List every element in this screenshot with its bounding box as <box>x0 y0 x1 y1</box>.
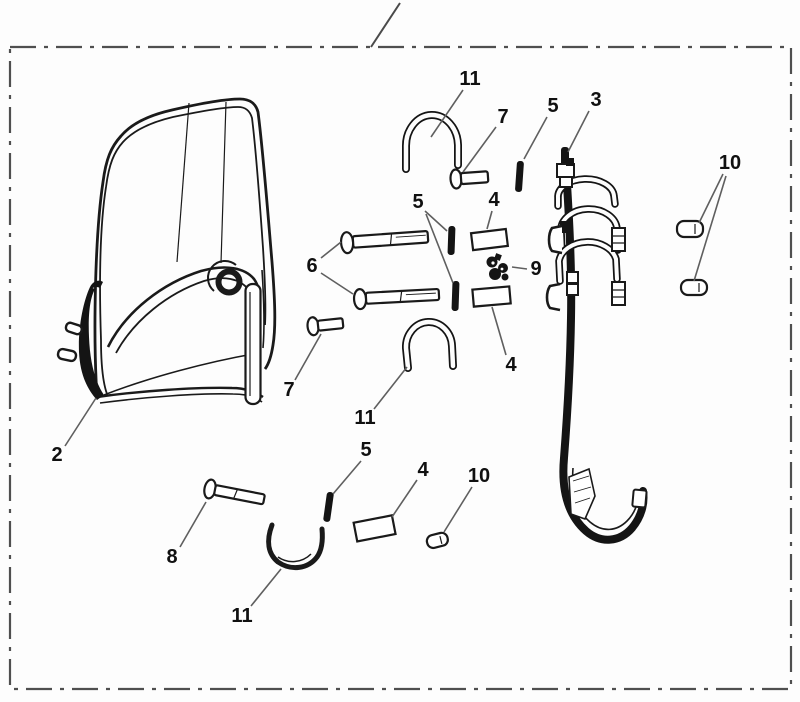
spacer-mid-lower <box>451 280 460 311</box>
callout-7-top: 7 <box>497 106 508 128</box>
lower-trim-arch-inner <box>115 277 249 354</box>
stay-nut-mid <box>611 227 626 252</box>
side-band-inner-edge <box>261 269 265 349</box>
callout-11-mid: 11 <box>354 407 375 429</box>
pad-bottom <box>352 514 397 543</box>
windscreen-assembly <box>56 97 277 406</box>
mount-hole <box>215 268 243 296</box>
callout-9-mid: 9 <box>530 258 541 280</box>
callout-4-mid: 4 <box>505 354 517 376</box>
cap-bottom <box>425 531 449 550</box>
bolt-short-top <box>449 168 490 190</box>
callout-5-top: 5 <box>547 95 558 117</box>
bracket-tab-lower <box>56 347 78 363</box>
clamp-bottom <box>266 522 325 571</box>
bolt-short-left <box>306 316 345 337</box>
well-nut <box>486 253 509 281</box>
border-frame <box>8 2 793 691</box>
callout-8-bottom: 8 <box>166 546 177 568</box>
callout-4-top: 4 <box>488 189 500 211</box>
leader-5-bottom <box>332 460 362 495</box>
spacer-top <box>515 160 524 192</box>
leader-11-bottom <box>250 568 282 607</box>
callout-3-top: 3 <box>590 89 601 111</box>
callout-10-bottom: 10 <box>468 465 490 487</box>
callout-11-top: 11 <box>459 68 480 90</box>
stay-hook-end-tab <box>631 488 648 509</box>
gusset-hatch <box>574 497 591 504</box>
leader-11-top <box>430 89 464 138</box>
leader-8-bottom <box>179 501 207 548</box>
frame-reference-line <box>370 2 401 48</box>
leader-7-top <box>462 126 497 173</box>
leader-11-mid <box>373 366 408 410</box>
cap-right-lower <box>679 278 709 297</box>
callout-7-left: 7 <box>283 379 294 401</box>
leader-7-left <box>294 333 322 381</box>
bottom-edge-inner <box>99 393 263 404</box>
stay-top-fixing <box>556 147 575 188</box>
leader-10-right <box>693 175 727 282</box>
stay-nut-low <box>611 281 626 306</box>
leader-9-mid <box>511 266 528 270</box>
bolt-bottom <box>203 478 266 506</box>
leader-5-top <box>523 116 548 160</box>
lower-screen-crease <box>103 353 254 396</box>
leader-2-left <box>64 397 97 447</box>
leader-10-bottom <box>443 486 473 533</box>
windscreen-left-edge-lower <box>100 339 108 395</box>
screen-crease-left <box>176 102 190 263</box>
leader-4-bottom <box>391 479 418 518</box>
callout-4-bottom: 4 <box>417 459 429 481</box>
windscreen-outer-frame <box>93 97 277 398</box>
callout-5-mid: 5 <box>412 191 423 213</box>
bolt-long-upper <box>339 230 430 255</box>
leader-4-top <box>486 210 493 230</box>
left-mount-bracket-hook <box>90 280 103 290</box>
gusset-hatch <box>572 475 590 482</box>
callout-2-left: 2 <box>51 444 62 466</box>
stay-washer-mid <box>547 221 567 255</box>
mounting-stay-bracket <box>545 147 648 544</box>
leader-3-top <box>567 110 590 153</box>
clamp-top <box>401 111 462 173</box>
windscreen-inner-trim <box>99 106 267 341</box>
screen-crease-right <box>220 101 227 264</box>
clamp-middle <box>401 318 457 372</box>
leader-6-left <box>320 272 354 295</box>
stay-clamp-3 <box>555 238 621 285</box>
cap-right-upper <box>675 219 705 239</box>
left-mount-bracket <box>78 287 104 400</box>
stay-clamp-1 <box>554 175 619 210</box>
callout-6-left: 6 <box>306 255 317 277</box>
pad-mid <box>471 285 512 308</box>
callout-5-bottom: 5 <box>360 439 371 461</box>
spacer-bottom <box>323 491 334 522</box>
stay-gusset <box>568 467 596 521</box>
leader-6-left <box>320 241 342 259</box>
leader-5-mid <box>424 210 448 232</box>
mounting-rod <box>244 282 262 406</box>
callout-11-bottom: 11 <box>231 605 252 627</box>
leader-4-mid <box>491 306 507 356</box>
gusset-hatch <box>573 486 592 493</box>
mount-hole-boss-arc <box>207 260 237 292</box>
stay-washer-low <box>545 271 579 312</box>
spacer-mid-upper <box>447 225 456 255</box>
callout-labels: 11 7 5 3 10 6 5 4 9 4 11 7 2 8 5 11 4 10 <box>51 68 741 627</box>
dash-dot-border <box>8 45 793 691</box>
bolt-long-lower <box>352 287 441 311</box>
pad-top <box>469 227 510 252</box>
callout-10-right: 10 <box>719 152 741 174</box>
leader-10-right <box>698 173 724 224</box>
leader-5-mid <box>425 213 454 284</box>
leader-lines <box>64 89 727 607</box>
bracket-tab-upper <box>64 321 84 336</box>
